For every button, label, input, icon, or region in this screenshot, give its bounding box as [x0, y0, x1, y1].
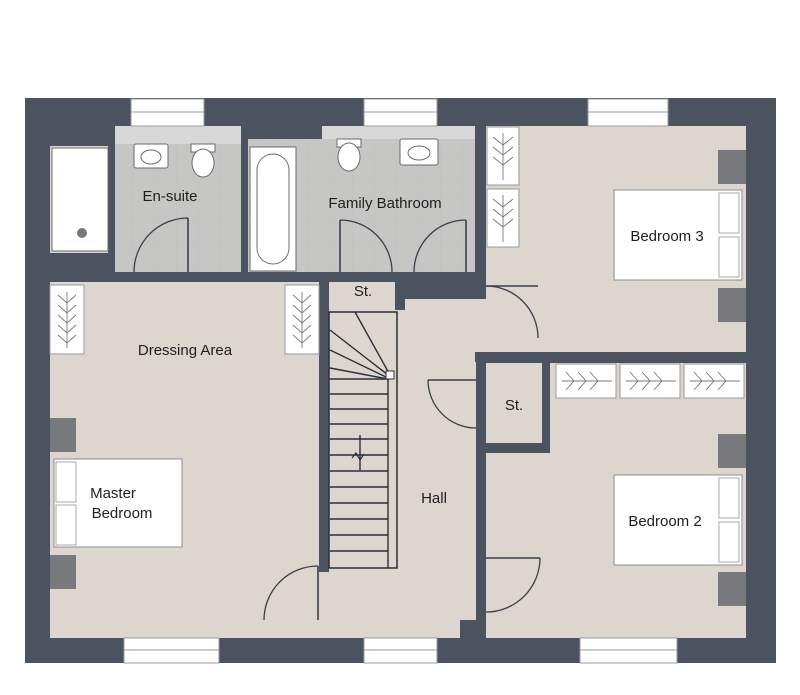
- hall-store-wall-left: [476, 362, 486, 454]
- hall-bottom-wall-notch: [460, 620, 486, 638]
- family-counter: [322, 126, 475, 139]
- shower-divider-wall: [108, 146, 115, 282]
- bedroom3-wall-left: [475, 126, 486, 286]
- hall-store-wall-top: [475, 352, 746, 362]
- shower-drain: [77, 228, 87, 238]
- bedroom2-label: Bedroom 2: [628, 513, 701, 530]
- store-wall-right: [542, 362, 550, 452]
- store-upper-label: St.: [354, 283, 372, 300]
- store-upper-wall-right: [395, 272, 405, 310]
- dressing-area-label: Dressing Area: [138, 342, 233, 359]
- dressing-top-wall: [50, 272, 115, 282]
- master-bed: [50, 418, 183, 589]
- hall-label: Hall: [421, 490, 447, 507]
- ensuite-counter: [115, 126, 241, 144]
- windows: [123, 98, 678, 664]
- bathroom-bottom-wall: [115, 272, 475, 282]
- bedroom3-label: Bedroom 3: [630, 228, 703, 245]
- stair-wall-left: [319, 282, 329, 572]
- bedroom2-wall-left: [476, 453, 486, 638]
- bath-divider-wall: [241, 140, 248, 272]
- store-wall-bottom: [476, 443, 550, 453]
- master-bedroom-label-line2: Bedroom: [92, 505, 153, 522]
- ensuite-toilet-bowl: [191, 148, 215, 178]
- wardrobes: [49, 126, 745, 399]
- staircase: [328, 311, 398, 569]
- family-bathroom-label: Family Bathroom: [328, 195, 441, 212]
- bedroom2-bed: [613, 434, 746, 606]
- ensuite-label: En-suite: [142, 188, 197, 205]
- ensuite-basin-bowl: [140, 149, 162, 165]
- master-bedroom-label-line1: Master: [90, 485, 136, 502]
- bedroom3-bed: [613, 150, 746, 322]
- doors: [133, 217, 541, 621]
- store-middle-label: St.: [505, 397, 523, 414]
- family-toilet-bowl: [337, 142, 361, 172]
